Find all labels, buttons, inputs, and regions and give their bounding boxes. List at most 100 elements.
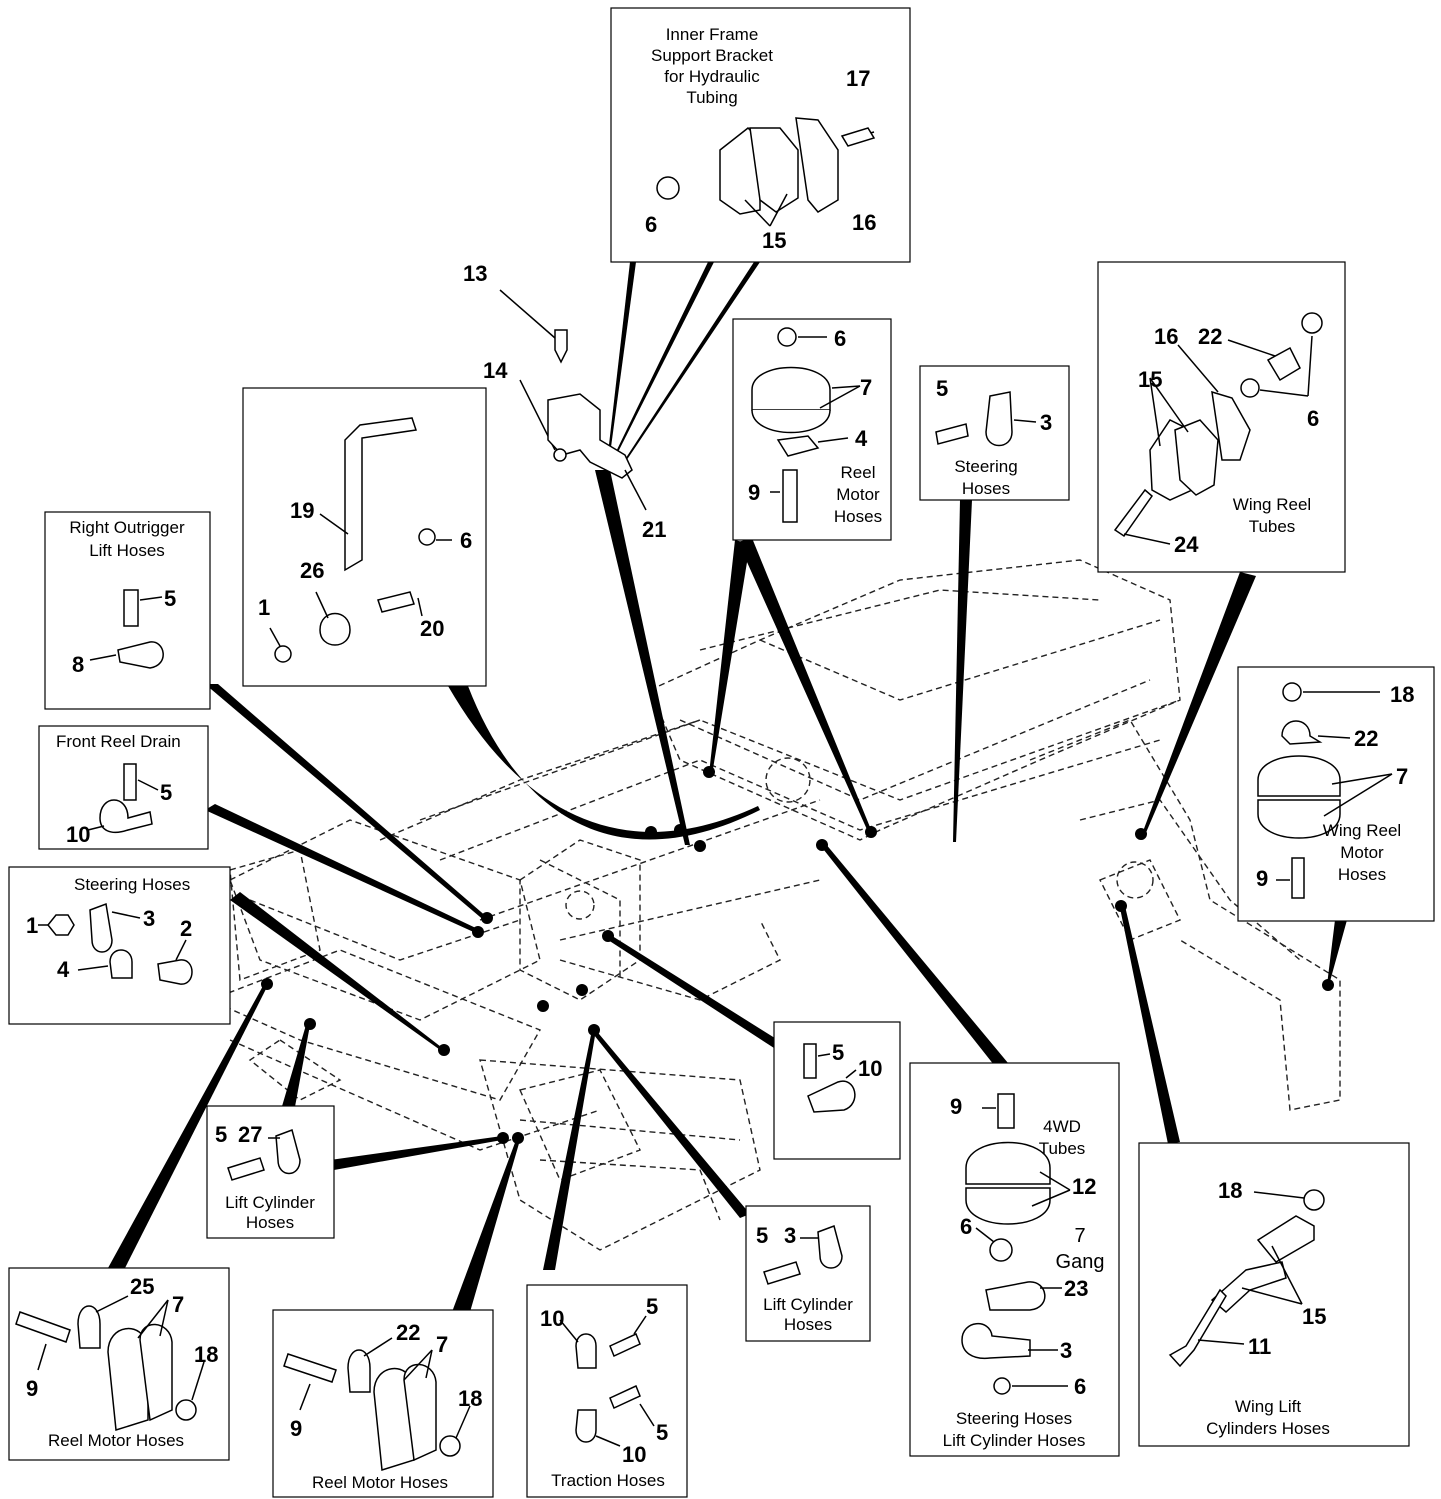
box-reel-motor-top: Reel Motor Hoses 6 7 4 9 (732, 318, 892, 541)
box-bracket-group: 19 6 26 20 1 (242, 387, 487, 687)
box-title-line: Lift Hoses (89, 541, 165, 560)
gang-line: 7 (1074, 1225, 1085, 1247)
callout-5: 5 (646, 1294, 658, 1319)
box-4wd-tubes: 9 12 6 23 3 6 4WD Tubes 7 Gang Steering … (909, 1062, 1120, 1457)
box-title-line: Tubes (1039, 1139, 1086, 1158)
callout-9: 9 (950, 1094, 962, 1119)
box-wing-reel-tubes: 16 22 15 6 24 Wing Reel Tubes (1097, 261, 1346, 573)
callout-27: 27 (238, 1122, 262, 1147)
box-title-line: Hoses (784, 1315, 832, 1334)
callout-2: 2 (180, 916, 192, 941)
box-title-line: Hoses (1338, 865, 1386, 884)
callout-5: 5 (160, 780, 172, 805)
box-title-line: 4WD (1043, 1117, 1081, 1136)
callout-5: 5 (656, 1420, 668, 1445)
box-lift-cyl-left: 5 27 Lift Cylinder Hoses (206, 1105, 335, 1239)
callout-9: 9 (748, 480, 760, 505)
box-title-line: Reel Motor Hoses (48, 1431, 184, 1450)
box-bottom-line: Lift Cylinder Hoses (943, 1431, 1086, 1450)
box-title-line: Wing Reel (1323, 821, 1401, 840)
callout-15: 15 (762, 228, 786, 253)
box-lift-cyl-mid: 5 3 Lift Cylinder Hoses (745, 1205, 871, 1342)
callout-23: 23 (1064, 1276, 1088, 1301)
box-title-line: Right Outrigger (69, 518, 185, 537)
callout-11: 11 (1248, 1334, 1271, 1359)
callout-13: 13 (463, 261, 487, 286)
box-wing-lift: 18 15 11 Wing Lift Cylinders Hoses (1138, 1142, 1410, 1447)
callout-14: 14 (483, 358, 508, 383)
box-title-line: Steering (954, 457, 1017, 476)
machine-frame (208, 559, 1341, 1251)
box-steering-top: 5 3 Steering Hoses (919, 365, 1070, 501)
callout-9: 9 (1256, 866, 1268, 891)
callout-6: 6 (1074, 1374, 1086, 1399)
callout-9: 9 (26, 1376, 38, 1401)
box-title-line: Inner Frame (666, 25, 759, 44)
box-title-line: Hoses (962, 479, 1010, 498)
box-title-line: Motor (1340, 843, 1384, 862)
box-wing-reel-motor: 18 22 7 9 Wing Reel Motor Hoses (1237, 666, 1435, 922)
callout-4: 4 (855, 426, 868, 451)
box-right-outrigger: Right Outrigger Lift Hoses 5 8 (44, 511, 211, 710)
box-title-line: Wing Reel (1233, 495, 1311, 514)
box-traction: 10 5 5 10 Traction Hoses (526, 1284, 688, 1498)
callout-15: 15 (1302, 1304, 1326, 1329)
callout-22: 22 (1198, 324, 1222, 349)
callout-10: 10 (622, 1442, 646, 1467)
callout-5: 5 (164, 586, 176, 611)
box-title-line: Support Bracket (651, 46, 773, 65)
callout-7: 7 (172, 1292, 184, 1317)
callout-21: 21 (642, 517, 666, 542)
box-reel-motor-bl: 25 7 9 18 Reel Motor Hoses (8, 1267, 230, 1461)
callout-10: 10 (66, 822, 90, 847)
callout-5: 5 (756, 1223, 768, 1248)
callout-15: 15 (1138, 367, 1162, 392)
callout-22: 22 (396, 1320, 420, 1345)
callout-18: 18 (1218, 1178, 1242, 1203)
callout-7: 7 (860, 375, 872, 400)
callout-24: 24 (1174, 532, 1199, 557)
callout-19: 19 (290, 498, 314, 523)
box-title-line: Hoses (834, 507, 882, 526)
callout-6: 6 (834, 326, 846, 351)
callout-17: 17 (846, 66, 870, 91)
box-title-line: for Hydraulic (664, 67, 760, 86)
box-bottom-line: Steering Hoses (956, 1409, 1072, 1428)
callout-18: 18 (194, 1342, 218, 1367)
callout-5: 5 (832, 1040, 844, 1065)
callout-7: 7 (1396, 764, 1408, 789)
box-title-line: Cylinders Hoses (1206, 1419, 1330, 1438)
callout-16: 16 (1154, 324, 1178, 349)
callout-3: 3 (143, 906, 155, 931)
callout-9: 9 (290, 1416, 302, 1441)
box-title-line: Reel Motor Hoses (312, 1473, 448, 1492)
callout-10: 10 (540, 1306, 564, 1331)
box-clamp-5-10: 5 10 (773, 1021, 901, 1160)
callout-8: 8 (72, 652, 84, 677)
callout-12: 12 (1072, 1174, 1096, 1199)
box-reel-motor-bm: 22 7 9 18 Reel Motor Hoses (272, 1309, 494, 1498)
callout-4: 4 (57, 957, 70, 982)
box-title-line: Wing Lift (1235, 1397, 1301, 1416)
callout-20: 20 (420, 616, 444, 641)
callout-7: 7 (436, 1332, 448, 1357)
box-inner-frame-support: Inner Frame Support Bracket for Hydrauli… (610, 7, 911, 263)
callout-25: 25 (130, 1274, 154, 1299)
callout-18: 18 (1390, 682, 1414, 707)
box-title-line: Tubes (1249, 517, 1296, 536)
box-title-line: Motor (836, 485, 880, 504)
box-title-line: Tubing (686, 88, 737, 107)
box-front-reel-drain: Front Reel Drain 5 10 (38, 725, 209, 850)
box-title-line: Lift Cylinder (763, 1295, 853, 1314)
callout-1: 1 (258, 595, 270, 620)
callout-6: 6 (1307, 406, 1319, 431)
callout-16: 16 (852, 210, 876, 235)
box-title-line: Hoses (246, 1213, 294, 1232)
box-title-line: Traction Hoses (551, 1471, 665, 1490)
callout-1: 1 (26, 913, 38, 938)
box-steering-hoses-left: Steering Hoses 1 3 2 4 (8, 866, 231, 1025)
callout-18: 18 (458, 1386, 482, 1411)
gang-line: Gang (1056, 1251, 1105, 1273)
callout-6: 6 (460, 528, 472, 553)
